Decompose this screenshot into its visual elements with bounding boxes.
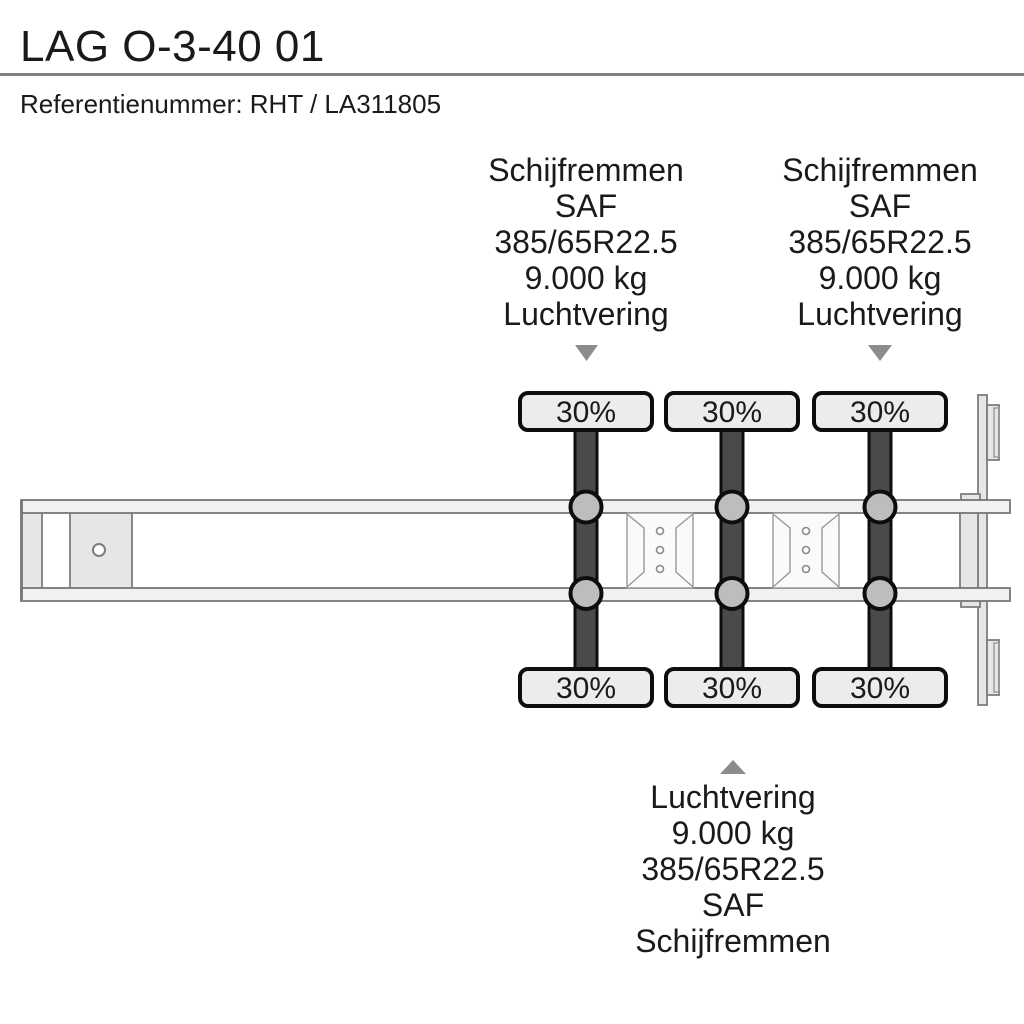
crossmember-1-web-left xyxy=(626,513,645,588)
rear-lamp-bottom-inner xyxy=(993,642,1000,693)
axle-3-bar xyxy=(867,424,893,676)
arrow-up-axle2-icon xyxy=(720,760,746,774)
axle-2-bellows-bottom xyxy=(714,576,750,611)
rear-lamp-top xyxy=(986,404,1000,461)
tire-load-label: 30% xyxy=(702,672,762,705)
crossmember-1-bolt xyxy=(655,526,665,536)
annotation-line: 385/65R22.5 xyxy=(494,224,678,260)
crossmember-2 xyxy=(772,512,840,589)
rear-lamp-top-inner xyxy=(993,407,1000,458)
axle-1-bar xyxy=(573,424,599,676)
kingpin xyxy=(92,543,106,557)
tire-load-label: 30% xyxy=(556,672,616,705)
tire-load-label: 30% xyxy=(702,396,762,429)
annotation-line: Schijfremmen xyxy=(635,923,831,959)
crossmember-2-web-left xyxy=(772,513,791,588)
annotation-line: Schijfremmen xyxy=(488,152,684,188)
chassis-top-rail xyxy=(20,499,1011,514)
axle2-annotation: Luchtvering 9.000 kg 385/65R22.5 SAF Sch… xyxy=(573,779,893,959)
tire-load-label: 30% xyxy=(556,396,616,429)
axle-3-bellows-bottom xyxy=(862,576,898,611)
crossmember-1-web-right xyxy=(675,513,694,588)
crossmember-2-bolt xyxy=(801,545,811,555)
tire-load-label: 30% xyxy=(850,672,910,705)
annotation-line: Luchtvering xyxy=(503,296,669,332)
annotation-line: Luchtvering xyxy=(650,779,816,815)
crossmember-2-bolt xyxy=(801,526,811,536)
arrow-down-axle1-icon xyxy=(575,345,598,361)
title-divider xyxy=(0,73,1024,76)
front-end-cap xyxy=(20,505,43,596)
rear-bumper-bar xyxy=(977,394,988,706)
annotation-line: Schijfremmen xyxy=(782,152,978,188)
annotation-line: 385/65R22.5 xyxy=(641,851,825,887)
annotation-line: SAF xyxy=(848,188,912,224)
rear-crossmember xyxy=(959,505,979,596)
axle-1-bellows-top xyxy=(568,489,604,525)
axle-1: 30% 30% xyxy=(518,391,654,708)
axle-1-tire-top xyxy=(518,391,654,432)
annotation-line: Luchtvering xyxy=(797,296,963,332)
tire-load-label: 30% xyxy=(850,396,910,429)
axle-1-bellows-bottom xyxy=(568,576,604,611)
axle1-annotation: Schijfremmen SAF 385/65R22.5 9.000 kg Lu… xyxy=(426,152,746,332)
page-title: LAG O-3-40 01 xyxy=(20,22,325,71)
axle-3: 30% 30% xyxy=(812,391,948,708)
axle-3-bellows-top xyxy=(862,489,898,525)
axle-2: 30% 30% xyxy=(664,391,800,708)
axle-1-tire-bottom xyxy=(518,667,654,708)
annotation-line: 385/65R22.5 xyxy=(788,224,972,260)
reference-number: Referentienummer: RHT / LA311805 xyxy=(20,89,442,119)
crossmember-2-bolt xyxy=(801,564,811,574)
annotation-line: 9.000 kg xyxy=(818,260,942,296)
crossmember-2-panel xyxy=(772,512,840,589)
arrow-down-axle3-icon xyxy=(868,345,892,361)
axle-2-bellows-top xyxy=(714,489,750,525)
axle-2-tire-top xyxy=(664,391,800,432)
annotation-line: 9.000 kg xyxy=(671,815,795,851)
chassis-bottom-rail xyxy=(20,587,1011,602)
annotation-line: 9.000 kg xyxy=(524,260,648,296)
axle-2-tire-bottom xyxy=(664,667,800,708)
axle-2-bar xyxy=(719,424,745,676)
crossmember-1-bolt xyxy=(655,564,665,574)
crossmember-2-web-right xyxy=(821,513,840,588)
annotation-line: SAF xyxy=(701,887,765,923)
annotation-line: SAF xyxy=(554,188,618,224)
axle-3-tire-bottom xyxy=(812,667,948,708)
axle3-annotation: Schijfremmen SAF 385/65R22.5 9.000 kg Lu… xyxy=(720,152,1024,332)
crossmember-1-bolt xyxy=(655,545,665,555)
rear-lamp-bottom xyxy=(986,639,1000,696)
crossmember-1 xyxy=(626,512,694,589)
axle-3-tire-top xyxy=(812,391,948,432)
